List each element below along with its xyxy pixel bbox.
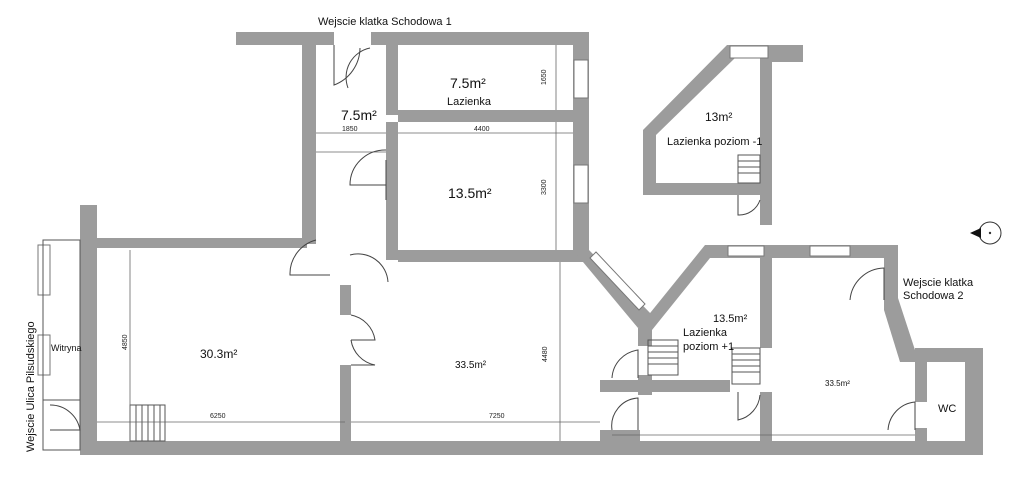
entrance-street: Wejscie Ulica Pilsudskiego xyxy=(25,321,37,452)
hall-area: 7.5m² xyxy=(341,107,377,123)
dim-4850: 4850 xyxy=(122,334,129,350)
dim-4400: 4400 xyxy=(474,126,490,133)
entrance-stairwell-1: Wejscie klatka Schodowa 1 xyxy=(318,16,452,28)
central-room-area: 33.5m² xyxy=(455,360,487,371)
labels: Wejscie klatka Schodowa 1 Wejscie klatka… xyxy=(25,16,974,452)
basement-area: 13m² xyxy=(705,110,732,124)
entrance-stairwell-2-line1: Wejscie klatka xyxy=(903,277,974,289)
thin-lines xyxy=(42,45,915,451)
stairs-basement xyxy=(737,154,761,184)
windows xyxy=(37,45,851,376)
left-room-area: 30.3m² xyxy=(200,347,237,361)
north-arrow-icon xyxy=(970,221,1002,245)
showcase-label: Witryna xyxy=(51,343,82,353)
room-middle-area: 13.5m² xyxy=(448,185,492,201)
stairs-upper xyxy=(647,339,761,385)
doors xyxy=(49,45,916,431)
dim-1650: 1650 xyxy=(541,69,548,85)
walls xyxy=(80,32,983,455)
upper-bath-name-line1: Lazienka xyxy=(683,327,728,339)
entrance-stairwell-2-line2: Schodowa 2 xyxy=(903,290,964,302)
dim-6250: 6250 xyxy=(210,413,226,420)
right-room-area: 33.5m² xyxy=(825,379,850,388)
dim-1850: 1850 xyxy=(342,126,358,133)
basement-name: Lazienka poziom -1 xyxy=(667,136,762,148)
upper-bath-area: 13.5m² xyxy=(713,313,748,325)
stairs-left xyxy=(129,404,166,442)
wc-label: WC xyxy=(938,403,956,415)
bathroom-top-area: 7.5m² xyxy=(450,75,486,91)
dim-4480: 4480 xyxy=(542,346,549,362)
dim-3300: 3300 xyxy=(541,179,548,195)
upper-bath-name-line2: poziom +1 xyxy=(683,341,734,353)
dim-7250: 7250 xyxy=(489,413,505,420)
bathroom-top-name: Lazienka xyxy=(447,96,492,108)
